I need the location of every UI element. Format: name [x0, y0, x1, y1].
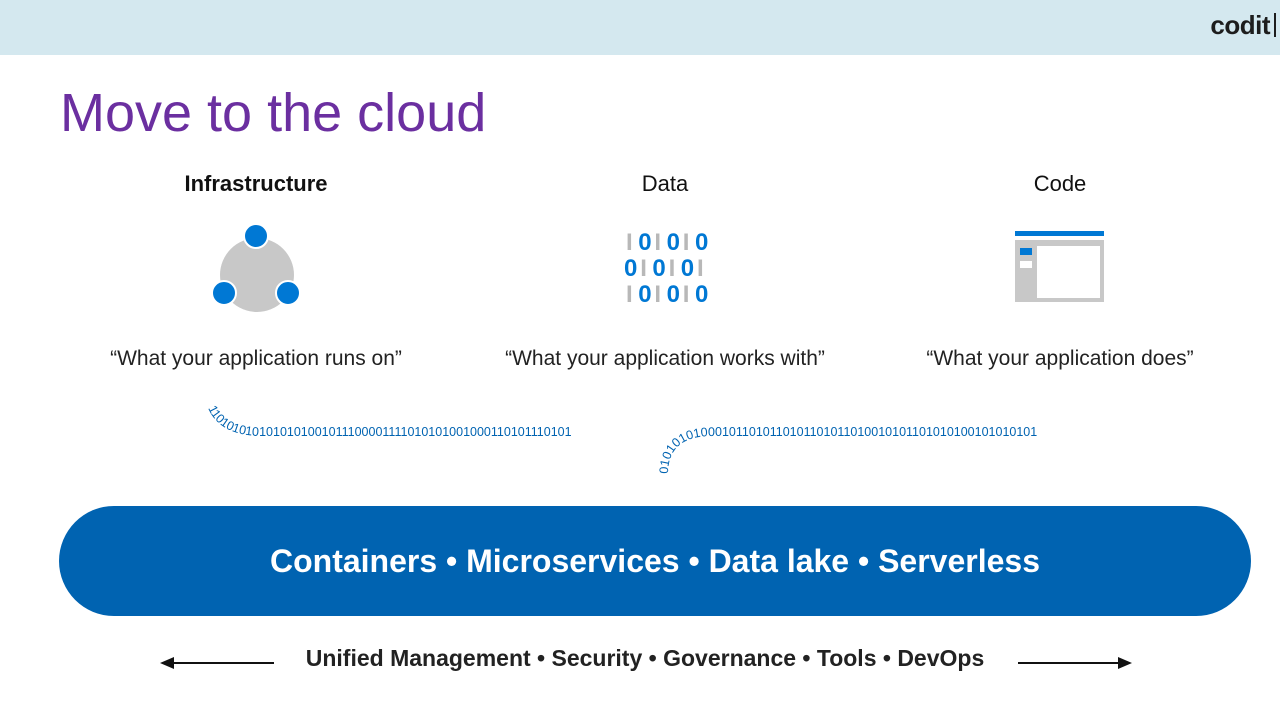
- data-glyph: I: [669, 255, 676, 282]
- data-glyph: 0: [695, 229, 708, 256]
- data-glyph: I: [697, 255, 704, 282]
- data-glyph: 0: [638, 229, 651, 256]
- data-glyph: I: [683, 229, 690, 256]
- data-glyph: 0: [695, 281, 708, 308]
- data-glyph: I: [626, 281, 633, 308]
- data-glyph: 0: [681, 255, 694, 282]
- data-glyph: 0: [667, 281, 680, 308]
- code-heading: Code: [1033, 171, 1087, 196]
- data-glyph: 0: [667, 229, 680, 256]
- network-nodes-icon: [211, 223, 301, 312]
- left-arrow-icon: [160, 657, 274, 669]
- platform-bar-text: Containers • Microservices • Data lake •…: [269, 542, 1040, 579]
- slide-title: Move to the cloud: [60, 83, 487, 143]
- data-glyph: 0: [638, 281, 651, 308]
- management-line: Unified Management • Security • Governan…: [305, 645, 985, 671]
- codit-logo: codit: [1210, 10, 1270, 40]
- code-window-icon: [1015, 231, 1104, 302]
- data-glyph: 0: [652, 255, 665, 282]
- data-glyph: I: [654, 229, 661, 256]
- infrastructure-quote: “What your application runs on”: [110, 347, 402, 370]
- data-heading: Data: [641, 171, 689, 196]
- platform-bar: Containers • Microservices • Data lake •…: [59, 506, 1251, 616]
- data-glyph: I: [640, 255, 647, 282]
- infrastructure-heading: Infrastructure: [184, 171, 328, 196]
- data-quote: “What your application works with”: [505, 347, 825, 370]
- top-bar: codit: [0, 0, 1280, 55]
- binary-stream-right: 0101010100010110101101011010110100101011…: [657, 425, 1037, 474]
- code-quote: “What your application does”: [926, 347, 1194, 370]
- logo-divider: [1274, 13, 1276, 37]
- right-arrow-icon: [1018, 657, 1132, 669]
- data-glyph: 0: [624, 255, 637, 282]
- data-glyph: I: [626, 229, 633, 256]
- data-glyph: I: [683, 281, 690, 308]
- binary-stream-left: 1101010101010101001011100001111010101001…: [205, 403, 571, 439]
- data-glyph: I: [654, 281, 661, 308]
